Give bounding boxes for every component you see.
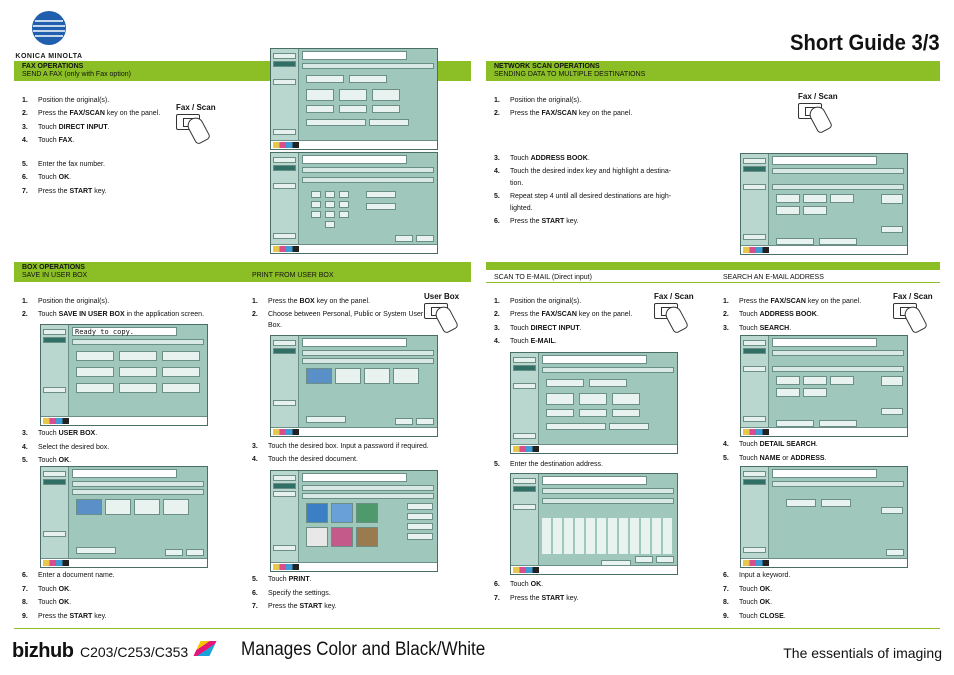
finger-icon [432, 303, 460, 335]
scan-band-rule [486, 282, 940, 283]
print-box-steps-a: 1.Press the BOX key on the panel. 2.Choo… [252, 298, 424, 329]
save-box-steps-b: 3.Touch USER BOX. 4.Select the desired b… [22, 430, 110, 464]
page-title: Short Guide 3/3 [790, 30, 940, 55]
fax-scan-key: Fax / Scan [798, 92, 838, 135]
search-email-steps-c: 6.Input a keyword. 7.Touch OK. 8.Touch O… [723, 572, 791, 620]
network-scan-steps: 1.Position the original(s). 2.Press the … [494, 97, 672, 225]
email-address-keyboard-screen [510, 473, 678, 575]
ready-message: Ready to copy. [72, 327, 177, 336]
bottom-rule [14, 628, 940, 629]
search-email-steps-a: 1.Press the FAX/SCAN key on the panel. 2… [723, 298, 862, 332]
model-numbers: C203/C253/C353 [80, 644, 189, 660]
fax-direct-input-screen [270, 48, 438, 150]
color-stripe-icon [193, 641, 217, 656]
application-screen: Ready to copy. [40, 324, 208, 426]
user-box-select-screen [40, 466, 208, 568]
finger-icon [662, 303, 690, 335]
scan-band-top [486, 262, 940, 270]
save-box-steps-a: 1.Position the original(s). 2.Touch SAVE… [22, 298, 205, 318]
network-scan-band: NETWORK SCAN OPERATIONS SENDING DATA TO … [486, 61, 940, 81]
scan-email-steps-b: 5.Enter the destination address. [494, 461, 604, 468]
search-email-subtitle: SEARCH AN E-MAIL ADDRESS [723, 274, 824, 281]
network-scan-title: NETWORK SCAN OPERATIONS [494, 63, 600, 70]
fax-section-subtitle: SEND A FAX (only with Fax option) [22, 71, 131, 78]
box-operations-band: BOX OPERATIONS SAVE IN USER BOX PRINT FR… [14, 262, 471, 282]
slogan: The essentials of imaging [783, 645, 942, 661]
fax-scan-key: Fax / Scan [654, 292, 694, 335]
box-list-screen [270, 335, 438, 437]
fax-number-entry-screen [270, 152, 438, 254]
scan-email-steps-a: 1.Position the original(s). 2.Press the … [494, 298, 633, 345]
fax-section-title: FAX OPERATIONS [22, 63, 84, 70]
box-section-subtitle: SAVE IN USER BOX [22, 272, 88, 279]
address-book-screen [740, 153, 908, 255]
bizhub-wordmark: bizhub [12, 640, 74, 662]
document-select-screen [270, 470, 438, 572]
address-book-search-screen [740, 335, 908, 437]
print-box-steps-c: 5.Touch PRINT. 6.Specify the settings. 7… [252, 576, 337, 610]
scan-email-steps-c: 6.Touch OK. 7.Press the START key. [494, 581, 579, 602]
print-box-steps-b: 3.Touch the desired box. Input a passwor… [252, 443, 429, 463]
company-name: KONICA MINOLTA [15, 53, 83, 60]
globe-logo-icon [32, 11, 66, 45]
network-scan-subtitle: SENDING DATA TO MULTIPLE DESTINATIONS [494, 71, 646, 78]
scan-email-subtitle: SCAN TO E-MAIL (Direct input) [494, 274, 592, 281]
finger-icon [901, 303, 929, 335]
finger-icon [806, 103, 834, 135]
fax-steps: 1.Position the original(s). 2.Press the … [22, 97, 161, 195]
save-box-steps-c: 6.Enter a document name. 7.Touch OK. 8.T… [22, 572, 115, 620]
email-direct-input-screen [510, 352, 678, 454]
search-email-steps-b: 4.Touch DETAIL SEARCH. 5.Touch NAME or A… [723, 441, 827, 462]
detail-search-screen [740, 466, 908, 568]
user-box-key: User Box [424, 292, 460, 335]
konica-minolta-logo: KONICA MINOLTA [14, 10, 84, 60]
fax-scan-key: Fax / Scan [176, 103, 216, 146]
fax-scan-key: Fax / Scan [893, 292, 933, 335]
tagline: Manages Color and Black/White [241, 639, 486, 660]
box-section-title: BOX OPERATIONS [22, 264, 85, 271]
print-box-subtitle: PRINT FROM USER BOX [252, 272, 334, 279]
